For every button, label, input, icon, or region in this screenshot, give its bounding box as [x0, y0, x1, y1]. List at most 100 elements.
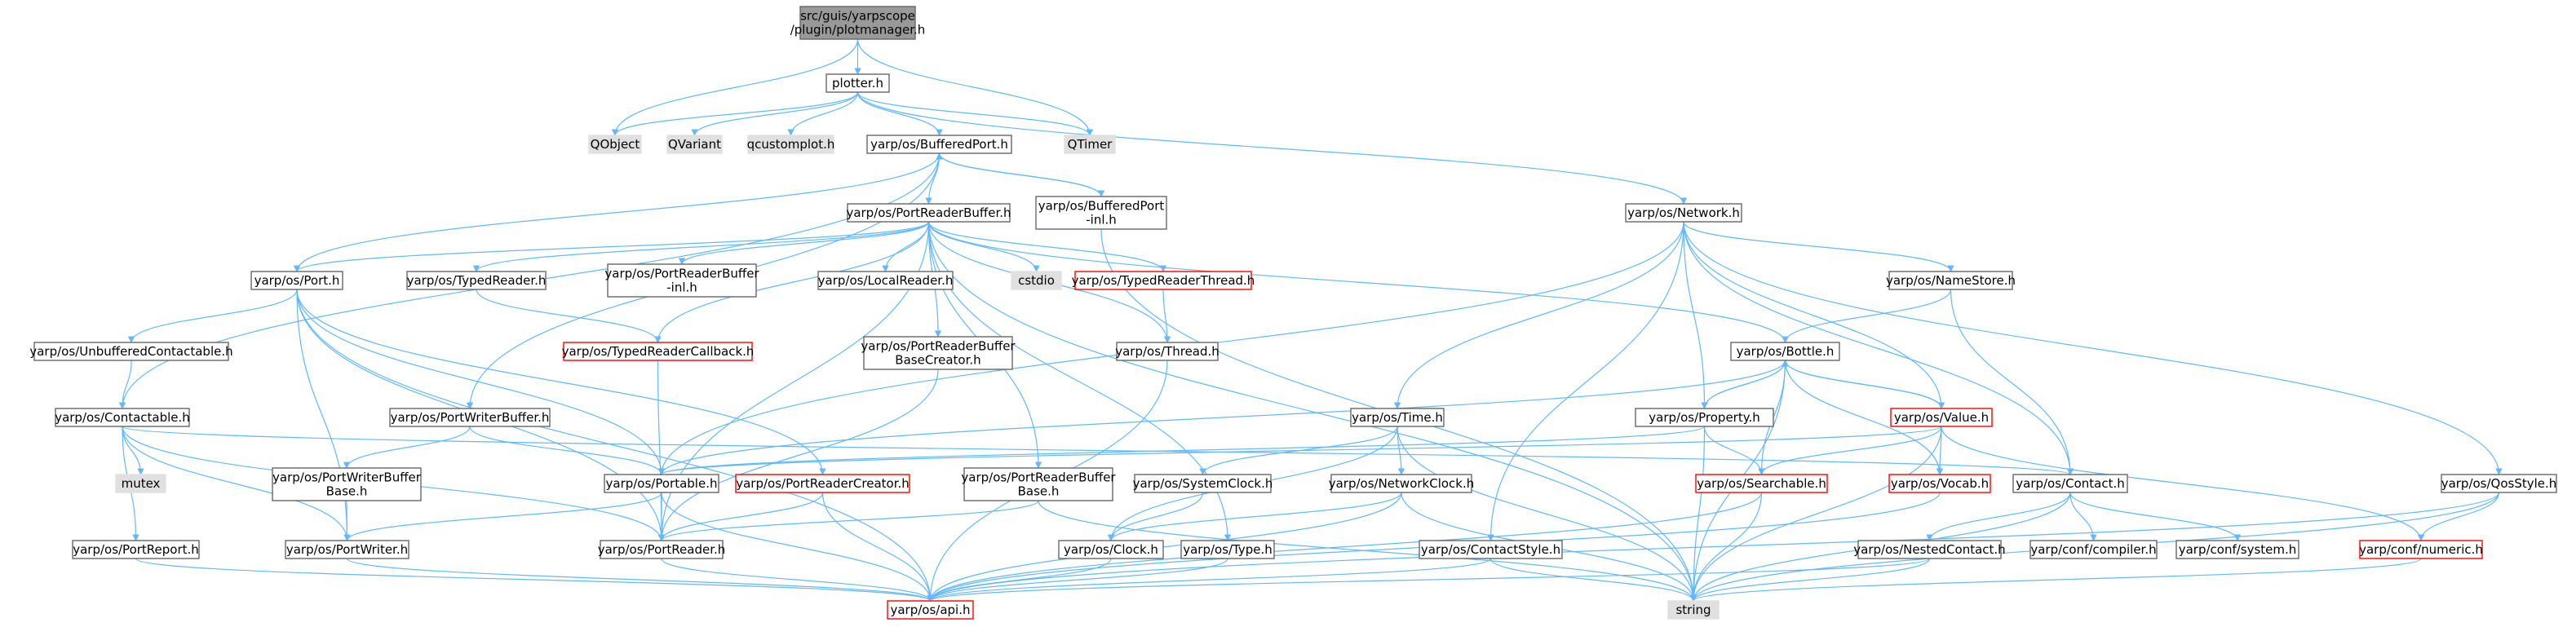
node-bottle[interactable]: yarp/os/Bottle.h	[1730, 342, 1840, 361]
edge-searchable-to-api	[927, 492, 1763, 602]
edge-typedreaderthread-to-thread	[1162, 289, 1171, 343]
node-thread[interactable]: yarp/os/Thread.h	[1115, 342, 1219, 361]
node-portwriter[interactable]: yarp/os/PortWriter.h	[285, 540, 409, 559]
node-clock[interactable]: yarp/os/Clock.h	[1058, 540, 1164, 559]
node-portwriter-label-0: yarp/os/PortWriter.h	[286, 542, 408, 557]
node-localreader[interactable]: yarp/os/LocalReader.h	[817, 271, 954, 290]
node-compiler[interactable]: yarp/conf/compiler.h	[2029, 540, 2158, 559]
node-mutex-label-0: mutex	[122, 476, 161, 491]
node-qobject-box	[588, 135, 642, 154]
node-localreader-box	[817, 271, 954, 290]
node-plotmanager-box	[799, 6, 916, 40]
edge-prbbase-to-portreader	[657, 500, 1039, 541]
node-qobject: QObject	[588, 135, 642, 154]
node-qosstyle-box	[2441, 474, 2557, 493]
node-portreaderbuffer[interactable]: yarp/os/PortReaderBuffer.h	[846, 203, 1011, 223]
node-portreader[interactable]: yarp/os/PortReader.h	[598, 540, 726, 559]
node-network[interactable]: yarp/os/Network.h	[1625, 203, 1742, 223]
edge-namestore-to-bottle	[1782, 289, 1952, 343]
node-contactstyle[interactable]: yarp/os/ContactStyle.h	[1419, 540, 1563, 559]
node-typedreadercallback-label-0: yarp/os/TypedReaderCallback.h	[562, 344, 755, 359]
edge-portable-to-api	[661, 492, 934, 602]
node-qcustomplot-box	[747, 135, 834, 154]
node-numeric-box	[2359, 540, 2483, 559]
node-prbbase-label-1: Base.h	[1018, 484, 1060, 499]
node-systemclock[interactable]: yarp/os/SystemClock.h	[1133, 474, 1273, 493]
node-qosstyle[interactable]: yarp/os/QosStyle.h	[2441, 474, 2557, 493]
node-localreader-label-0: yarp/os/LocalReader.h	[818, 273, 954, 288]
node-port[interactable]: yarp/os/Port.h	[250, 271, 343, 290]
node-vocab[interactable]: yarp/os/Vocab.h	[1888, 474, 1991, 493]
node-qvariant: QVariant	[666, 135, 723, 154]
node-value[interactable]: yarp/os/Value.h	[1890, 408, 1993, 427]
node-property[interactable]: yarp/os/Property.h	[1635, 408, 1774, 427]
node-portreader-box	[600, 540, 724, 559]
node-portreport[interactable]: yarp/os/PortReport.h	[72, 540, 200, 559]
node-time[interactable]: yarp/os/Time.h	[1350, 408, 1445, 427]
edge-port-to-portable	[296, 289, 666, 475]
edge-plotter-to-qobject	[611, 91, 859, 136]
node-bufferedport[interactable]: yarp/os/BufferedPort.h	[866, 135, 1012, 154]
node-portreadercreator[interactable]: yarp/os/PortReaderCreator.h	[735, 474, 910, 493]
node-unbuffered-label-0: yarp/os/UnbufferedContactable.h	[29, 344, 232, 359]
edge-portwriterbuffer-to-pwbbase	[343, 426, 471, 469]
edge-portreaderbuffer-to-typedreaderthread	[927, 221, 1167, 272]
node-typedreadercallback[interactable]: yarp/os/TypedReaderCallback.h	[562, 342, 755, 361]
node-pwbbase-label-0: yarp/os/PortWriterBuffer	[272, 470, 422, 485]
node-typedreadercallback-box	[563, 342, 753, 361]
edge-contactable-to-contact	[122, 426, 2074, 475]
node-typedreaderthread[interactable]: yarp/os/TypedReaderThread.h	[1072, 271, 1255, 290]
edge-portreaderbuffer-to-typedreadercallback	[654, 221, 930, 343]
node-type[interactable]: yarp/os/Type.h	[1180, 540, 1275, 559]
node-portwriterbuffer[interactable]: yarp/os/PortWriterBuffer.h	[389, 408, 551, 427]
node-portreadercreator-label-0: yarp/os/PortReaderCreator.h	[736, 476, 910, 491]
edge-network-to-value	[1683, 221, 1945, 409]
node-searchable-label-0: yarp/os/Searchable.h	[1697, 476, 1826, 491]
edge-network-to-contact	[1683, 221, 2074, 475]
edge-networkclock-to-clock	[1107, 492, 1402, 541]
edge-bottle-to-vocab	[1784, 360, 1944, 475]
node-api[interactable]: yarp/os/api.h	[887, 600, 974, 620]
node-portable[interactable]: yarp/os/Portable.h	[604, 474, 719, 493]
node-searchable[interactable]: yarp/os/Searchable.h	[1695, 474, 1828, 493]
node-plotmanager[interactable]: src/guis/yarpscope/plugin/plotmanager.h	[790, 6, 926, 40]
node-api-label-0: yarp/os/api.h	[890, 603, 970, 617]
node-nestedcontact-box	[1857, 540, 2002, 559]
node-plotmanager-label-0: src/guis/yarpscope	[800, 9, 915, 24]
node-string: string	[1667, 600, 1720, 620]
edge-contact-to-nestedcontact	[1926, 492, 2071, 541]
node-networkclock[interactable]: yarp/os/NetworkClock.h	[1329, 474, 1475, 493]
node-namestore[interactable]: yarp/os/NameStore.h	[1886, 271, 2016, 290]
edge-portwriter-to-api	[346, 558, 934, 602]
node-contact[interactable]: yarp/os/Contact.h	[2012, 474, 2128, 493]
node-numeric[interactable]: yarp/conf/numeric.h	[2359, 540, 2483, 559]
node-nestedcontact[interactable]: yarp/os/NestedContact.h	[1853, 540, 2006, 559]
edge-portable-to-portwriter	[343, 492, 662, 541]
node-thread-label-0: yarp/os/Thread.h	[1115, 344, 1219, 359]
node-port-label-0: yarp/os/Port.h	[255, 273, 340, 288]
edge-clock-to-api	[927, 558, 1112, 602]
node-contactable-box	[55, 408, 190, 427]
node-system-box	[2175, 540, 2299, 559]
edge-portreadercreator-to-api	[821, 492, 934, 602]
node-system[interactable]: yarp/conf/system.h	[2175, 540, 2299, 559]
edge-port-to-api	[296, 289, 934, 602]
node-contactable[interactable]: yarp/os/Contactable.h	[55, 408, 190, 427]
node-string-label-0: string	[1675, 603, 1711, 617]
node-prbcreator-box	[863, 336, 1013, 370]
node-typedreader[interactable]: yarp/os/TypedReader.h	[406, 271, 547, 290]
node-property-label-0: yarp/os/Property.h	[1649, 410, 1759, 425]
node-typedreader-box	[406, 271, 547, 290]
node-string-box	[1667, 600, 1720, 620]
node-plotter[interactable]: plotter.h	[825, 73, 890, 93]
node-prbinl[interactable]: yarp/os/PortReaderBuffer-inl.h	[604, 263, 759, 298]
node-portreaderbuffer-box	[847, 203, 1011, 223]
node-bufferedportinl[interactable]: yarp/os/BufferedPort-inl.h	[1035, 196, 1167, 230]
edge-qosstyle-to-numeric	[2417, 492, 2500, 541]
node-qobject-label-0: QObject	[591, 137, 640, 152]
node-system-label-0: yarp/conf/system.h	[2179, 542, 2297, 557]
node-unbuffered[interactable]: yarp/os/UnbufferedContactable.h	[29, 342, 233, 361]
